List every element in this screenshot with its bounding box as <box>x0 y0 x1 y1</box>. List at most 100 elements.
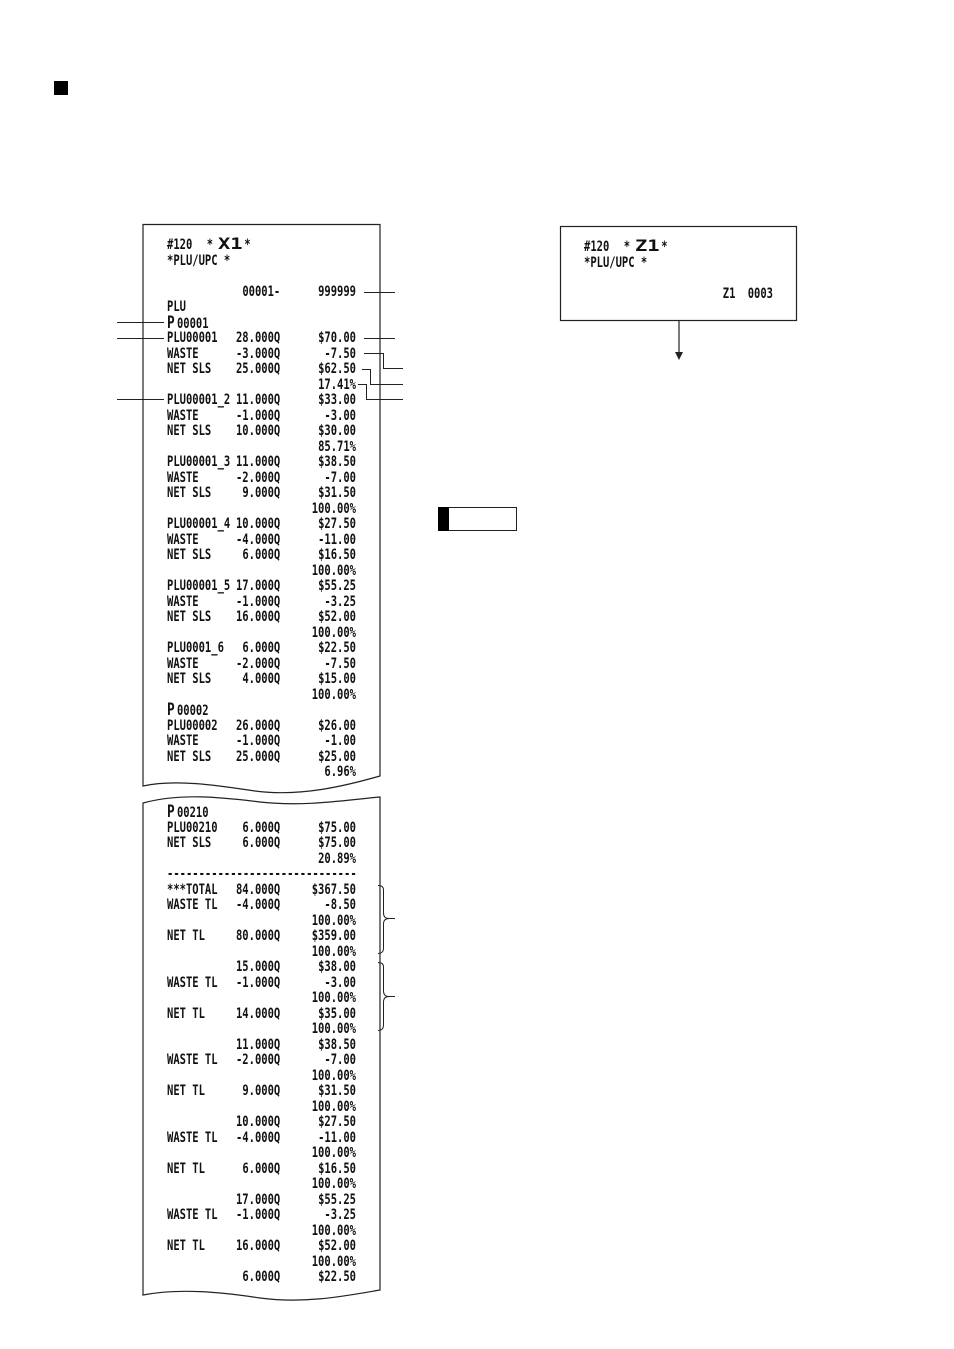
line-quantity: 17.000Q <box>235 578 281 594</box>
receipt-line: 100.00% <box>167 944 356 960</box>
line-amount: 100.00% <box>311 624 356 641</box>
receipt-line: P00002 <box>167 700 356 720</box>
line-amount: -7.50 <box>324 345 356 362</box>
receipt-line: WASTE-3.000Q-7.50 <box>167 346 356 362</box>
line-amount: $27.50 <box>318 1114 356 1130</box>
line-quantity: 26.000Q <box>235 717 281 734</box>
receipt-line: 15.000Q$38.00 <box>167 959 356 975</box>
receipt-line: P00210 <box>167 802 356 822</box>
callout-line <box>362 369 403 385</box>
receipt-line: 100.00% <box>167 1254 356 1270</box>
report-title: *PLU/UPC * <box>167 253 356 269</box>
line-quantity: 11.000Q <box>235 392 281 408</box>
bracket <box>377 962 395 1031</box>
line-label: WASTE <box>167 345 199 362</box>
line-label: NET TL <box>167 1238 205 1254</box>
line-amount: $31.50 <box>318 485 356 501</box>
line-quantity: -1.000Q <box>235 593 281 610</box>
line-amount: -3.25 <box>324 1207 356 1223</box>
receipt-line: NET TL 9.000Q $31.50 <box>167 1083 356 1099</box>
line-quantity: -4.000Q <box>235 531 281 548</box>
line-amount: $22.50 <box>318 640 356 656</box>
line-amount: $52.00 <box>318 1238 356 1254</box>
line-quantity: 6.000Q <box>242 819 281 836</box>
line-label: NET SLS <box>167 361 212 377</box>
receipt-line: PLU <box>167 299 356 315</box>
callout-brackets <box>377 885 395 1031</box>
line-label: PLU0001_6 <box>167 640 224 656</box>
line-amount: 20.89% <box>318 850 356 867</box>
line-label: NET TL <box>167 928 205 944</box>
group-label: P00002 <box>167 700 209 720</box>
receipt-line: 00001-999999 <box>167 284 356 300</box>
line-amount: -11.00 <box>318 531 356 548</box>
group-label: P00210 <box>167 802 209 822</box>
line-amount: -1.00 <box>324 733 356 749</box>
line-amount: -7.00 <box>324 1052 356 1068</box>
line-amount: $31.50 <box>318 1083 356 1099</box>
line-amount: -7.00 <box>324 469 356 486</box>
line-amount: -8.50 <box>324 897 356 913</box>
line-quantity: 4.000Q <box>242 671 281 687</box>
line-label: WASTE <box>167 593 199 610</box>
line-amount: 100.00% <box>311 1222 356 1239</box>
arrow-down-icon <box>675 321 683 360</box>
line-amount: $75.00 <box>318 819 356 836</box>
line-amount: $33.00 <box>318 392 356 408</box>
line-amount: $52.00 <box>318 609 356 625</box>
receipt-line: 17.000Q$55.25 <box>167 1192 356 1208</box>
line-amount: 100.00% <box>311 990 356 1006</box>
line-amount: 100.00% <box>311 1067 356 1084</box>
line-amount: $25.00 <box>318 748 356 765</box>
line-amount: -3.00 <box>324 974 356 991</box>
line-quantity: -1.000Q <box>235 407 281 424</box>
line-quantity: 11.000Q <box>235 454 281 470</box>
line-quantity: -1.000Q <box>235 1207 281 1223</box>
receipt-line: 100.00% <box>167 501 356 517</box>
receipt-line: WASTE-2.000Q-7.00 <box>167 470 356 486</box>
z-counter-label: Z1 <box>722 285 736 302</box>
line-label: NET TL <box>167 1005 205 1022</box>
line-label: WASTE TL <box>167 897 218 913</box>
line-label: PLU00001_4 <box>167 516 231 532</box>
line-quantity: 80.000Q <box>235 928 281 944</box>
line-quantity: -2.000Q <box>235 469 281 486</box>
line-amount: $55.25 <box>318 578 356 594</box>
line-label: WASTE <box>167 407 199 424</box>
line-quantity: 14.000Q <box>235 1005 281 1022</box>
receipt-line: WASTE TL-2.000Q-7.00 <box>167 1052 356 1068</box>
line-amount: $27.50 <box>318 516 356 532</box>
machine-number: #120 <box>167 237 193 253</box>
line-label: NET TL <box>167 1083 205 1099</box>
z-counter-line: Z1 0003 <box>584 286 773 302</box>
callout-lines-right <box>358 292 403 400</box>
line-label: WASTE TL <box>167 1207 218 1223</box>
separator-line: ------------------------------ <box>167 866 357 882</box>
line-label: WASTE TL <box>167 1129 218 1146</box>
line-label: WASTE <box>167 733 199 749</box>
machine-number: #120 <box>584 239 610 255</box>
line-amount: 100.00% <box>311 912 356 929</box>
report-mode: X1 <box>218 234 243 253</box>
receipt-line: 100.00% <box>167 1223 356 1239</box>
receipt-line: 11.000Q$38.50 <box>167 1037 356 1053</box>
mode-suffix: * <box>244 237 251 253</box>
receipt-line: WASTE TL -1.000Q -3.25 <box>167 1207 356 1223</box>
line-label: PLU <box>167 299 186 315</box>
line-amount: $359.00 <box>311 928 356 944</box>
receipt-line: 100.00% <box>167 1099 356 1115</box>
line-label: ***TOTAL <box>167 881 218 898</box>
line-quantity: 9.000Q <box>242 1083 281 1099</box>
line-amount: $22.50 <box>318 1269 356 1285</box>
receipt-line: WASTE-1.000Q-1.00 <box>167 733 356 749</box>
receipt-line: 100.00% <box>167 990 356 1006</box>
line-label: NET SLS <box>167 423 212 439</box>
line-amount: $16.50 <box>318 1160 356 1177</box>
